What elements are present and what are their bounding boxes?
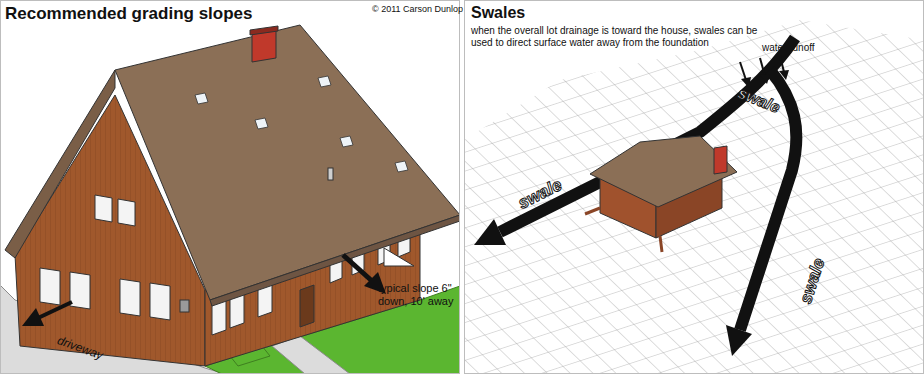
drainage-arrow bbox=[343, 255, 372, 281]
window bbox=[118, 199, 135, 226]
chimney bbox=[252, 30, 276, 62]
window bbox=[150, 283, 170, 320]
panel-description: when the overall lot drainage is toward … bbox=[471, 25, 771, 48]
runoff-heads bbox=[741, 70, 789, 88]
slope-triangle bbox=[384, 248, 414, 266]
skylight bbox=[340, 136, 353, 147]
annotation-label: © 2011 Carson Dunlop bbox=[372, 4, 463, 14]
drainage-arrow bbox=[38, 302, 72, 318]
runoff-arrow bbox=[780, 56, 784, 72]
runoff-arrow bbox=[760, 58, 765, 76]
meter-box bbox=[180, 300, 189, 312]
house-roof bbox=[590, 136, 737, 207]
house-grading-illustration bbox=[0, 25, 460, 374]
swale-illustration bbox=[464, 20, 924, 374]
annotation-label: typical slope 6" down, 10' away bbox=[378, 282, 458, 307]
vent-pipe bbox=[328, 168, 333, 180]
skylight bbox=[395, 161, 408, 172]
window bbox=[70, 272, 90, 309]
skylight bbox=[255, 118, 268, 129]
ground bbox=[464, 20, 924, 374]
ground-grid bbox=[464, 20, 924, 374]
roof bbox=[115, 25, 460, 300]
arrow-head bbox=[474, 219, 506, 245]
panel-frame: Recommended grading slopes bbox=[0, 0, 460, 374]
chimney bbox=[714, 146, 727, 174]
annotation-label: water runoff bbox=[762, 42, 815, 54]
chimney-cap bbox=[250, 26, 278, 35]
window bbox=[95, 195, 112, 222]
window bbox=[40, 268, 60, 305]
downspout-extension bbox=[585, 208, 600, 214]
skylights bbox=[195, 76, 408, 172]
arrow-head bbox=[779, 70, 789, 80]
downspout-extension bbox=[660, 236, 662, 252]
arrow-head bbox=[760, 74, 770, 84]
panel-title: Swales bbox=[471, 4, 671, 22]
skylight bbox=[318, 76, 331, 87]
roof-fascia bbox=[5, 70, 115, 258]
window bbox=[120, 279, 140, 316]
arrow-head bbox=[22, 308, 44, 326]
runoff-arrow bbox=[740, 62, 746, 80]
front-door bbox=[300, 285, 314, 327]
panel-title: Recommended grading slopes bbox=[5, 4, 335, 24]
skylight bbox=[195, 93, 208, 104]
arrow-head bbox=[726, 325, 752, 356]
